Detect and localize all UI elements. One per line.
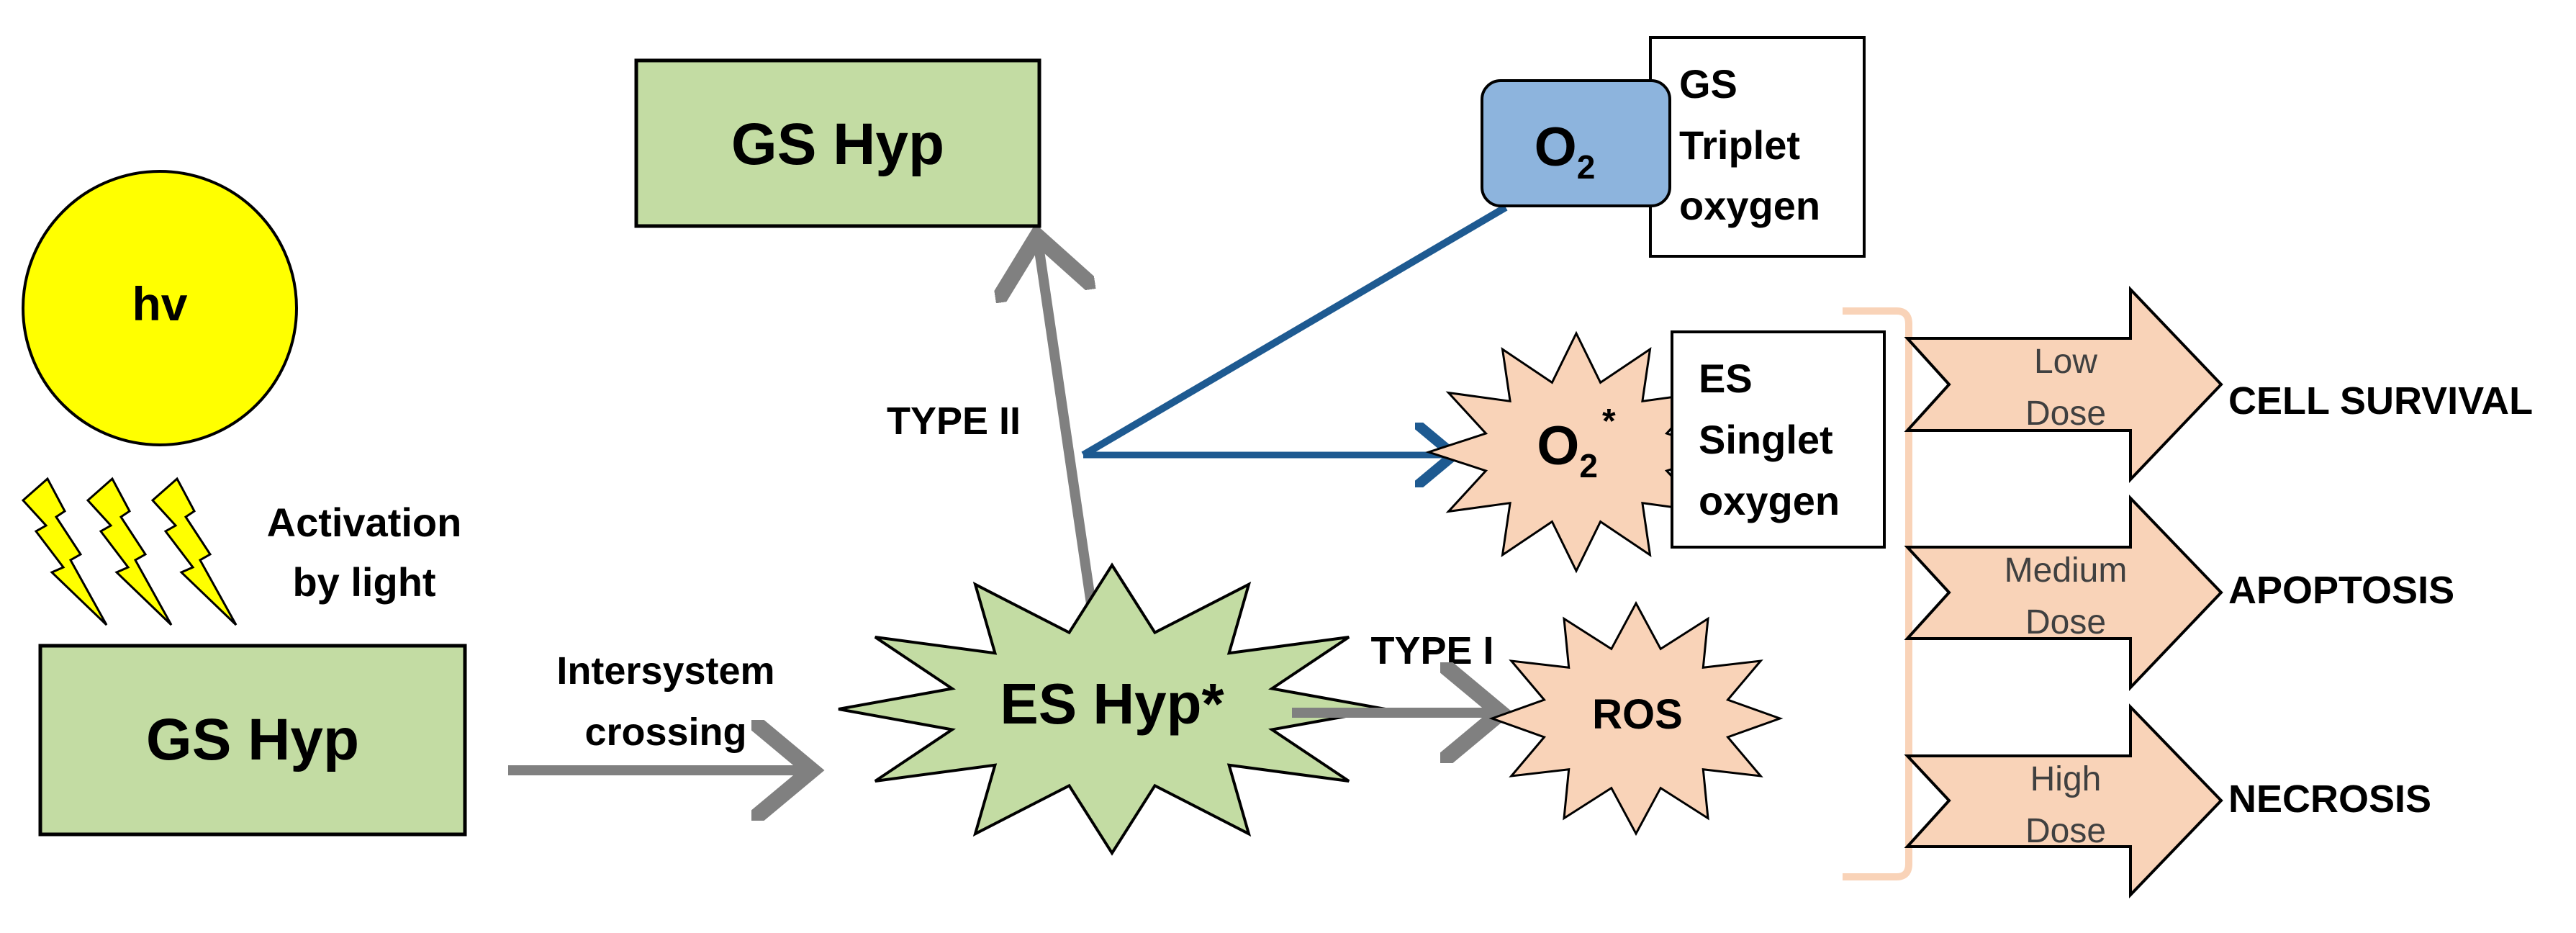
gs-triplet-line3: oxygen	[1679, 183, 1820, 228]
svg-text:O2*: O2*	[1537, 402, 1616, 484]
dose-low-line2: Dose	[2025, 395, 2106, 433]
es-singlet-line2: Singlet	[1699, 417, 1833, 462]
es-hyp-label: ES Hyp*	[1000, 672, 1224, 736]
activation-label: Activation	[267, 500, 462, 545]
es-singlet-line1: ES	[1699, 356, 1753, 401]
ros-label: ROS	[1592, 691, 1683, 738]
dose-low-line1: Low	[2034, 343, 2097, 381]
lightning-icon	[21, 477, 108, 626]
gs-hyp-box-top: GS Hyp	[634, 58, 1041, 228]
o2-ground-subscript: 2	[1577, 148, 1596, 186]
dose-high-line2: Dose	[2025, 812, 2106, 850]
oxygen-link-line	[1081, 204, 1508, 459]
intersystem-label-line2: crossing	[584, 711, 746, 754]
lightning-icon	[150, 477, 238, 626]
gs-hyp-box-left: GS Hyp	[38, 644, 467, 837]
dose-arrow-medium: Medium Dose	[1904, 495, 2223, 691]
lightning-icon	[86, 477, 173, 626]
activation-label-line2: by light	[292, 559, 435, 605]
gs-hyp-left-label: GS Hyp	[146, 707, 359, 772]
intersystem-label: Intersystem	[556, 649, 774, 693]
type1-label: TYPE I	[1370, 629, 1493, 672]
o2-excited-star: O2*	[1425, 330, 1727, 574]
dose-high-line1: High	[2030, 760, 2102, 798]
gs-hyp-top-label: GS Hyp	[731, 112, 944, 177]
o2-excited-superscript: *	[1602, 402, 1616, 441]
sun-circle: hv	[22, 170, 298, 446]
sun-label: hv	[132, 277, 187, 330]
o2-excited-subscript: 2	[1579, 447, 1598, 484]
svg-text:O2: O2	[1535, 117, 1596, 186]
outcome-cell-survival: CELL SURVIVAL	[2228, 379, 2533, 423]
outcome-apoptosis: APOPTOSIS	[2228, 569, 2454, 612]
relaxation-arrow	[1037, 236, 1099, 625]
outcome-necrosis: NECROSIS	[2228, 778, 2431, 821]
es-singlet-box: ES Singlet oxygen	[1671, 330, 1886, 549]
dose-bracket	[1843, 307, 1912, 880]
gs-triplet-line2: Triplet	[1679, 122, 1800, 168]
gs-triplet-box: GS Triplet oxygen	[1649, 36, 1866, 258]
type2-label: TYPE II	[887, 400, 1021, 443]
es-singlet-line3: oxygen	[1699, 478, 1840, 523]
lightning-icons	[21, 477, 238, 626]
dose-arrow-low: Low Dose	[1904, 286, 2223, 483]
gs-triplet-line1: GS	[1679, 61, 1737, 107]
dose-arrow-high: High Dose	[1904, 703, 2223, 898]
dose-medium-line2: Dose	[2025, 603, 2106, 641]
o2-excited-symbol: O	[1537, 415, 1579, 477]
ros-star: ROS	[1488, 600, 1784, 837]
o2-ground-symbol: O	[1535, 117, 1577, 178]
o2-ground-box: O2	[1481, 79, 1671, 207]
dose-medium-line1: Medium	[2005, 551, 2128, 590]
es-hyp-star: ES Hyp*	[838, 562, 1386, 856]
